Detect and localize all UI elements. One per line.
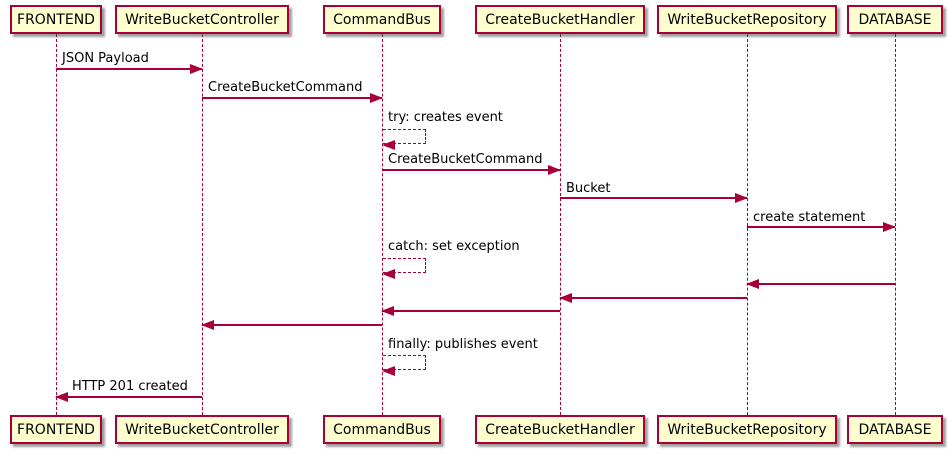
- arrowhead-left-icon: [381, 306, 394, 316]
- participant-createbuckethandler-top: CreateBucketHandler: [475, 5, 645, 34]
- arrowhead-right-icon: [883, 222, 896, 232]
- lifeline-commandbus: [382, 34, 383, 415]
- message-arrow: [55, 392, 202, 402]
- participant-writebucketrepository-bottom: WriteBucketRepository: [657, 415, 837, 444]
- participant-createbuckethandler-bottom: CreateBucketHandler: [475, 415, 645, 444]
- arrowhead-right-icon: [548, 165, 561, 175]
- message-arrow: [559, 293, 747, 303]
- message-arrow: [746, 279, 895, 289]
- participant-writebucketcontroller-bottom: WriteBucketController: [115, 415, 289, 444]
- lifeline-frontend: [56, 34, 57, 415]
- arrowhead-right-icon: [735, 193, 748, 203]
- message-label: finally: publishes event: [388, 337, 538, 352]
- self-message-loop: [382, 258, 426, 279]
- participant-commandbus-bottom: CommandBus: [323, 415, 441, 444]
- message-arrow: [381, 306, 560, 316]
- message-label: JSON Payload: [62, 51, 149, 66]
- participant-frontend-bottom: FRONTEND: [10, 415, 102, 444]
- message-label: catch: set exception: [388, 239, 520, 254]
- self-message-loop: [382, 129, 426, 150]
- arrowhead-left-icon: [559, 293, 572, 303]
- arrowhead-left-icon: [55, 392, 68, 402]
- message-label: CreateBucketCommand: [388, 152, 543, 167]
- message-arrow: [747, 222, 896, 232]
- arrowhead-left-icon: [746, 279, 759, 289]
- participant-database-top: DATABASE: [847, 5, 943, 34]
- message-label: Bucket: [566, 181, 611, 196]
- arrowhead-left-icon: [201, 320, 214, 330]
- message-label: CreateBucketCommand: [208, 80, 363, 95]
- lifeline-writebucketcontroller: [202, 34, 203, 415]
- arrowhead-left-icon: [382, 140, 395, 150]
- arrowhead-left-icon: [382, 269, 395, 279]
- arrowhead-right-icon: [370, 93, 383, 103]
- message-label: HTTP 201 created: [72, 379, 188, 394]
- arrowhead-right-icon: [190, 64, 203, 74]
- participant-database-bottom: DATABASE: [847, 415, 943, 444]
- message-arrow: [56, 64, 203, 74]
- arrowhead-left-icon: [382, 366, 395, 376]
- participant-commandbus-top: CommandBus: [323, 5, 441, 34]
- self-message-loop: [382, 355, 426, 376]
- message-arrow: [560, 193, 748, 203]
- lifeline-createbuckethandler: [560, 34, 561, 415]
- message-arrow: [202, 93, 383, 103]
- participant-writebucketcontroller-top: WriteBucketController: [115, 5, 289, 34]
- participant-writebucketrepository-top: WriteBucketRepository: [657, 5, 837, 34]
- message-label: try: creates event: [388, 110, 503, 125]
- message-arrow: [382, 165, 561, 175]
- participant-frontend-top: FRONTEND: [10, 5, 102, 34]
- message-arrow: [201, 320, 382, 330]
- message-label: create statement: [753, 210, 866, 225]
- lifeline-writebucketrepository: [747, 34, 748, 415]
